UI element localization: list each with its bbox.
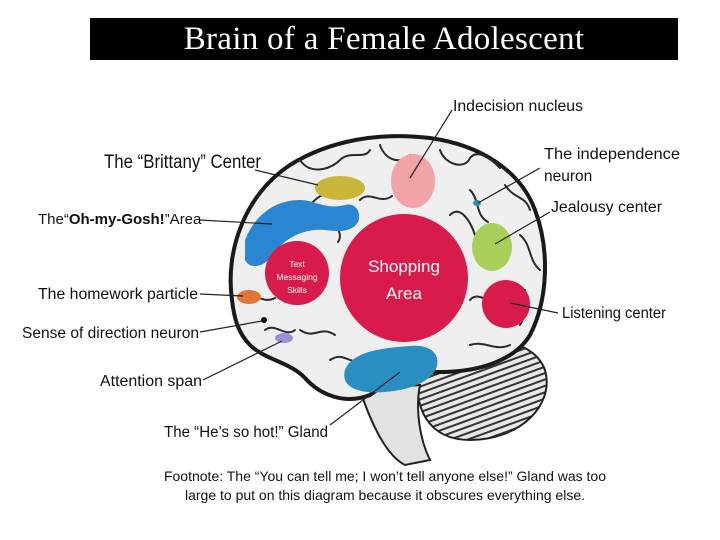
- texting-skills-label-1: Text: [289, 259, 305, 269]
- oh-my-gosh-area-region: [245, 200, 360, 267]
- texting-skills-label-2: Messaging: [276, 272, 317, 282]
- oh-my-gosh-area-label: The“Oh-my-Gosh!”Area: [38, 211, 202, 228]
- jealousy-center-region: [472, 223, 512, 271]
- attention-span-region: [275, 333, 293, 343]
- brain-stem: [358, 383, 432, 467]
- texting-skills-region: [265, 241, 329, 305]
- hot-gland-label: The “He’s so hot!” Gland: [164, 424, 328, 441]
- texting-skills-label-3: Skills: [287, 285, 307, 295]
- oh-my-gosh-main: Oh-my-Gosh!: [69, 211, 165, 228]
- shopping-area-label-1: Shopping: [368, 257, 440, 276]
- independence-neuron-label-2: neuron: [544, 168, 592, 185]
- oh-my-gosh-suffix: ”Area: [165, 211, 202, 228]
- footnote-line-2: large to put on this diagram because it …: [184, 487, 585, 503]
- shopping-area-region: [340, 214, 468, 342]
- indecision-nucleus-label: Indecision nucleus: [453, 98, 583, 115]
- brittany-center-region: [315, 176, 365, 200]
- brittany-center-label: The “Brittany” Center: [104, 152, 262, 173]
- independence-neuron-label-1: The independence: [544, 146, 680, 163]
- homework-particle-label: The homework particle: [38, 286, 198, 303]
- footnote: Footnote: The “You can tell me; I won’t …: [150, 467, 620, 505]
- homework-particle-region: [237, 290, 261, 304]
- oh-my-gosh-prefix: The“: [38, 211, 69, 228]
- leader-lines: [199, 109, 559, 426]
- diagram-title: Brain of a Female Adolescent: [90, 18, 678, 60]
- attention-span-label: Attention span: [100, 373, 202, 390]
- footnote-line-1: Footnote: The “You can tell me; I won’t …: [163, 468, 607, 484]
- hot-gland-region: [344, 345, 438, 393]
- indecision-nucleus-region: [391, 154, 435, 208]
- shopping-area-label-2: Area: [386, 284, 422, 303]
- listening-center-region: [482, 280, 530, 328]
- listening-center-label: Listening center: [562, 305, 666, 322]
- independence-neuron-region: [473, 200, 481, 206]
- direction-neuron-region: [261, 317, 267, 323]
- jealousy-center-label: Jealousy center: [551, 199, 662, 216]
- sense-of-direction-label: Sense of direction neuron: [22, 325, 199, 342]
